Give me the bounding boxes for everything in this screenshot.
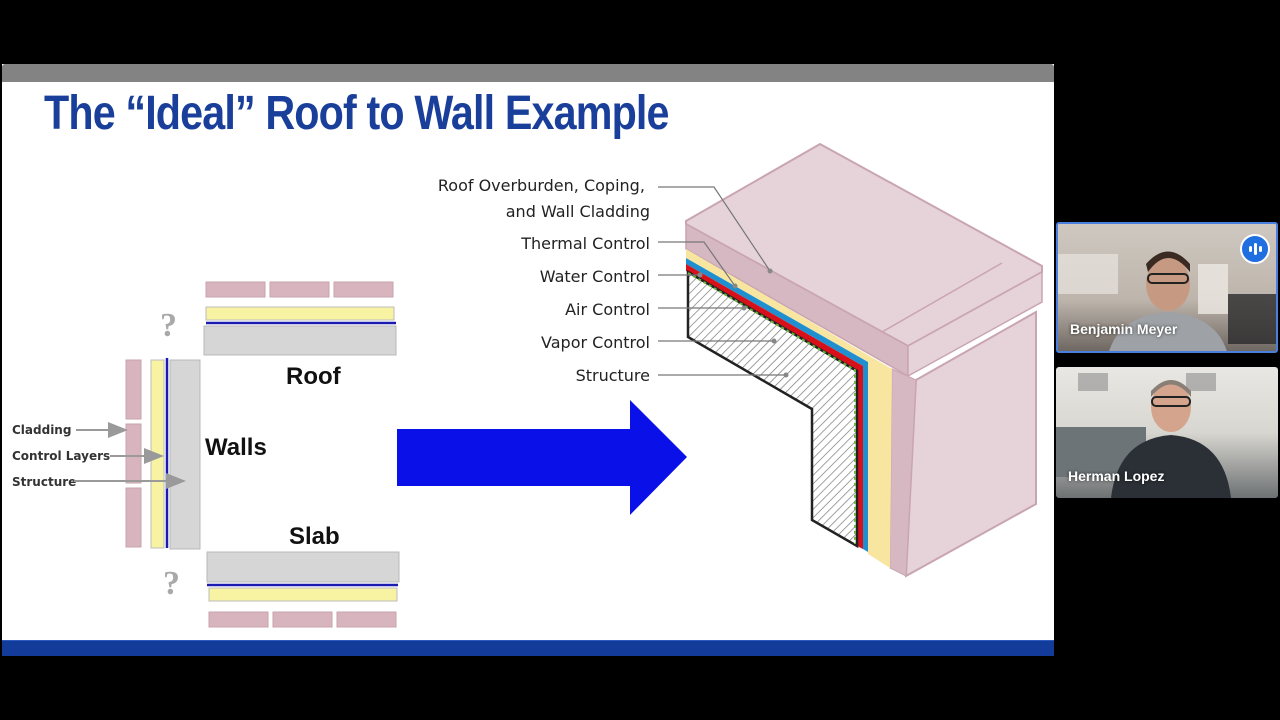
speaking-indicator-icon <box>1240 234 1270 264</box>
callout-air-control: Air Control <box>565 300 650 319</box>
transition-arrow <box>397 400 687 515</box>
slab-label: Slab <box>289 523 340 550</box>
callout-roof-overburden: Roof Overburden, Coping, and Wall Claddi… <box>438 176 650 221</box>
participant-name: Herman Lopez <box>1068 468 1165 484</box>
participant-tile-benjamin[interactable]: Benjamin Meyer <box>1056 222 1278 353</box>
air-layer <box>686 264 863 549</box>
thermal-layer <box>686 249 892 568</box>
roof-structure <box>203 325 397 356</box>
callout-structure-right: Structure <box>576 366 650 385</box>
callout-vapor-control: Vapor Control <box>541 333 650 352</box>
slide-title: The “Ideal” Roof to Wall Example <box>44 87 670 140</box>
slab-control-layer <box>208 587 398 602</box>
slab-cladding <box>208 611 397 628</box>
wall-cladding <box>125 359 142 548</box>
presentation-slide: The “Ideal” Roof to Wall Example <box>2 64 1054 656</box>
roof-control-layer <box>205 306 395 321</box>
diagram-canvas: ? ? Roof Walls Slab Cladding Control Lay… <box>12 142 1043 628</box>
question-mark-top: ? <box>160 307 177 344</box>
callout-water-control: Water Control <box>540 267 650 286</box>
callout-cladding: Cladding <box>12 423 71 437</box>
participant-name: Benjamin Meyer <box>1070 321 1178 337</box>
wall-structure <box>169 359 201 550</box>
left-diagram: ? ? Roof Walls Slab Cladding Control Lay… <box>12 281 400 628</box>
callout-structure: Structure <box>12 475 76 489</box>
slide-top-bar <box>2 64 1054 82</box>
participant-video <box>1058 251 1276 351</box>
roof-wall-3d-diagram: Roof Overburden, Coping, and Wall Claddi… <box>438 142 1043 578</box>
participant-video <box>1056 373 1231 498</box>
vapor-layer <box>687 272 856 544</box>
wall-control-layer <box>150 359 165 549</box>
question-mark-bottom: ? <box>163 565 180 602</box>
callout-control-layers: Control Layers <box>12 449 110 463</box>
callout-thermal-control: Thermal Control <box>520 234 650 253</box>
roof-label: Roof <box>286 363 342 390</box>
participant-tile-herman[interactable]: Herman Lopez <box>1056 367 1278 498</box>
roof-cladding <box>205 281 394 298</box>
slab-structure <box>206 551 400 583</box>
slide-bottom-bar <box>2 640 1054 656</box>
walls-label: Walls <box>205 434 267 461</box>
